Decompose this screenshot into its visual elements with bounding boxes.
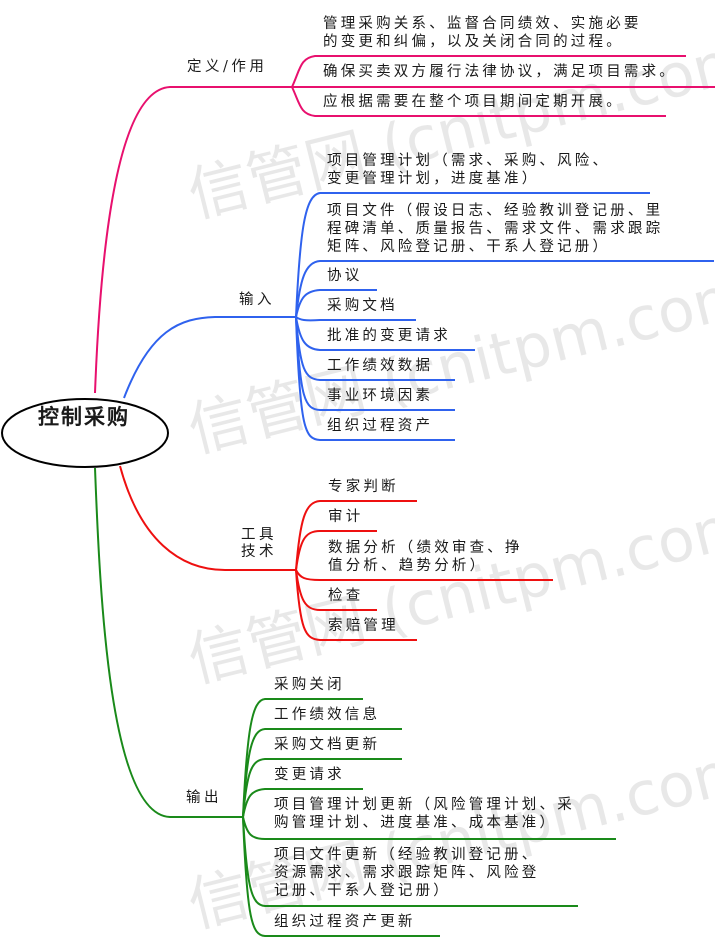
input-item: 工作绩效数据 [327, 358, 434, 374]
output-item: 变更请求 [274, 767, 345, 783]
input-item: 组织过程资产 [327, 418, 434, 434]
branch-label-outputs: 输出 [186, 790, 222, 806]
input-item: 事业环境因素 [327, 388, 434, 404]
output-item: 采购文档更新 [274, 737, 381, 753]
output-item: 工作绩效信息 [274, 707, 381, 723]
tools-item: 数据分析（绩效审查、挣 值分析、趋势分析） [328, 540, 523, 574]
input-item: 项目管理计划（需求、采购、风险、 变更管理计划，进度基准） [327, 153, 611, 187]
output-item: 组织过程资产更新 [274, 914, 416, 930]
branch-label-inputs: 输入 [239, 292, 275, 308]
branch-label-tools: 工具 技术 [241, 527, 277, 560]
input-item: 协议 [327, 268, 363, 284]
tools-item: 审计 [328, 509, 364, 525]
definition-item: 确保买卖双方履行法律协议，满足项目需求。 [323, 64, 677, 80]
tools-item: 索赔管理 [328, 618, 399, 634]
definition-connectors [94, 55, 715, 394]
input-item: 采购文档 [327, 298, 398, 314]
root-node-label: 控制采购 [38, 404, 130, 429]
outputs-connectors [94, 467, 616, 937]
root-node-ellipse [1, 398, 169, 468]
output-item: 项目管理计划更新（风险管理计划、采 购管理计划、进度基准、成本基准） [274, 797, 575, 831]
tools-connectors [119, 465, 553, 641]
input-item: 项目文件（假设日志、经验教训登记册、里 程碑清单、质量报告、需求文件、需求跟踪 … [327, 203, 664, 255]
tools-item: 检查 [328, 588, 364, 604]
definition-item: 管理采购关系、监督合同绩效、实施必要 的变更和纠偏，以及关闭合同的过程。 [323, 16, 642, 50]
tools-item: 专家判断 [328, 479, 399, 495]
definition-item: 应根据需要在整个项目期间定期开展。 [323, 94, 624, 110]
input-item: 批准的变更请求 [327, 328, 451, 344]
branch-label-definition: 定义/作用 [187, 59, 268, 75]
output-item: 项目文件更新（经验教训登记册、 资源需求、需求跟踪矩阵、风险登 记册、干系人登记… [274, 847, 540, 899]
inputs-connectors [123, 192, 714, 441]
output-item: 采购关闭 [274, 677, 345, 693]
